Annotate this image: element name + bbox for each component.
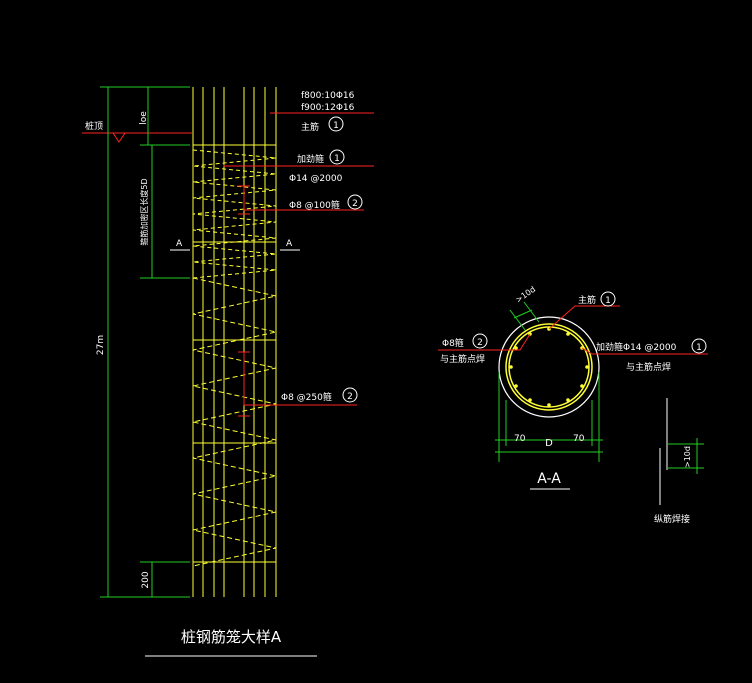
section-mark-left: A (176, 239, 183, 249)
stiffener-ring (508, 326, 590, 408)
spec-line-2: f900:12Φ16 (301, 103, 355, 113)
section-main-bar-label: 主筋 (578, 294, 596, 306)
stiffener-leader (223, 165, 374, 167)
section-stirrup-leader (438, 333, 531, 351)
section-dim-right: 70 (573, 434, 585, 444)
normal-stirrup-label: Φ8 @250箍 (281, 391, 332, 403)
dim-dense-zone: 箍筋加密区长度5D (139, 178, 149, 245)
normal-spiral (192, 277, 277, 567)
normal-stirrup-mark-circle (342, 387, 358, 403)
section-stirrup-label: Φ8箍 (442, 337, 464, 349)
section-stiffener-mark: 1 (696, 343, 702, 353)
elevation-title: 桩钢筋笼大样A (181, 628, 282, 646)
main-bars (192, 87, 277, 597)
section-stirrup-mark: 2 (477, 338, 483, 348)
main-bar-mark: 1 (333, 121, 339, 131)
weld-lap-dim (668, 438, 704, 474)
dimension-lines (100, 86, 190, 598)
section-mark-right: A (286, 239, 293, 249)
dim-bottom: 200 (141, 571, 151, 588)
dense-stirrup-mark: 2 (352, 199, 358, 209)
pile-top-label: 桩顶 (85, 120, 103, 132)
dense-stirrup-label: Φ8 @100箍 (289, 199, 340, 211)
pile-outline (498, 316, 600, 418)
section-main-bar-mark: 1 (605, 296, 611, 306)
weld-note: 纵筋焊接 (654, 513, 690, 525)
stiffener-spacing: Φ14 @2000 (289, 174, 343, 184)
section-stiffener-weld-note: 与主筋点焊 (626, 361, 671, 373)
stirrup-ring (505, 323, 593, 411)
spec-line-1: f800:10Φ16 (301, 91, 355, 101)
stiffener-label: 加劲箍 (297, 153, 324, 165)
dim-total-length: 27m (96, 335, 106, 355)
pile-top-triangle (112, 132, 126, 143)
main-bar-mark-circle (328, 116, 344, 132)
section-bottom-dims (495, 372, 603, 462)
section-stiffener-label: 加劲箍Φ14 @2000 (596, 341, 677, 353)
section-main-bar-leader (548, 305, 620, 330)
normal-stirrup-leader (243, 352, 357, 406)
stiffener-mark-circle (329, 149, 345, 165)
dim-loe: loe (139, 111, 149, 125)
main-bar-label: 主筋 (301, 121, 319, 133)
stiffener-mark: 1 (334, 154, 340, 164)
section-dim-left: 70 (514, 434, 526, 444)
section-stiffener-leader (581, 347, 708, 355)
section-title: A-A (537, 471, 561, 487)
weld-lap-label: >10d (683, 446, 692, 468)
section-stirrup-weld-note: 与主筋点焊 (440, 353, 485, 365)
pile-cage-elevation: f800:10Φ16 f900:12Φ16 主筋 1 加劲箍 1 Φ14 @20… (82, 86, 374, 657)
dense-spiral (192, 149, 277, 279)
normal-stirrup-mark: 2 (347, 392, 353, 402)
cover-dim (509, 301, 540, 331)
weld-detail: >10d 纵筋焊接 (654, 398, 704, 525)
dense-stirrup-leader (243, 186, 364, 211)
section-dim-diameter: D (545, 438, 553, 449)
dense-stirrup-mark-circle (347, 194, 363, 210)
